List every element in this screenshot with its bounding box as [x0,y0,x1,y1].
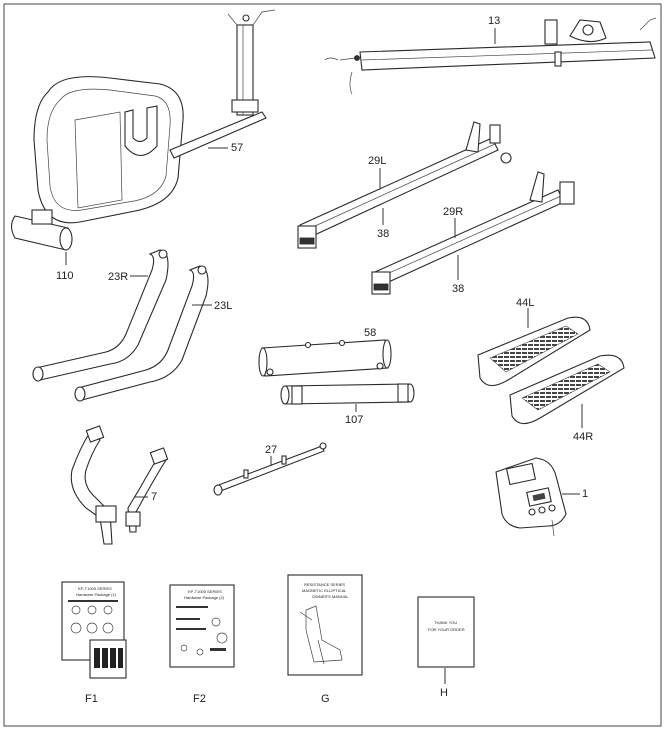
part-29L-pedal-arm [297,121,512,249]
label-G: G [321,693,330,705]
doc-H-thank-you-card: THANK YOU FOR YOUR ORDER [417,596,475,668]
label-F1: F1 [85,693,98,705]
part-57-main-frame [10,9,276,251]
part-27-axle [213,442,327,496]
label-58: 58 [364,327,376,339]
label-38-right: 38 [452,283,464,295]
label-27: 27 [265,444,277,456]
label-110: 110 [56,270,74,282]
part-23R-handlebar [32,249,169,382]
part-44R-pedal [509,354,625,425]
label-13: 13 [488,15,500,27]
h-line-2: FOR YOUR ORDER [428,627,465,632]
label-57: 57 [231,142,243,154]
part-58-tube [258,339,392,377]
part-29R-pedal-arm [371,171,575,295]
part-1-console [495,457,567,537]
label-38-left: 38 [377,228,389,240]
label-44R: 44R [573,431,593,443]
part-13-rear-bar [324,17,657,95]
label-H: H [440,687,448,699]
label-23R: 23R [108,271,128,283]
h-line-1: THANK YOU [434,620,457,625]
part-23L-handlebar [74,265,209,402]
f1-subtitle: Hardware Package (1) [76,592,117,597]
label-7: 7 [151,491,157,503]
f2-subtitle: Hardware Package (2) [184,595,225,600]
doc-G-owners-manual: RESISTANCE SERIES MAGNETIC ELLIPTICAL OW… [287,574,363,676]
label-23L: 23L [214,300,232,312]
label-107: 107 [345,414,363,426]
label-1: 1 [582,488,588,500]
label-F2: F2 [193,693,206,705]
g-line-3: OWNER'S MANUAL [312,594,349,599]
label-29R: 29R [443,206,463,218]
g-line-1: RESISTANCE SERIES [304,582,345,587]
label-44L: 44L [516,297,534,309]
part-107-tube [280,383,415,405]
label-29L: 29L [368,155,386,167]
sheet-border [3,3,662,727]
f2-title: KP-T1005 SERIES [188,589,222,594]
part-7-upper-handle [70,425,169,545]
part-44L-pedal [477,316,591,387]
f1-title: KP-T1005 SERIES [78,586,112,591]
doc-F2-hardware-package: KP-T1005 SERIES Hardware Package (2) [169,584,235,668]
g-line-2: MAGNETIC ELLIPTICAL [302,588,347,593]
doc-F1-hardware-package: KP-T1005 SERIES Hardware Package (1) [61,581,127,679]
